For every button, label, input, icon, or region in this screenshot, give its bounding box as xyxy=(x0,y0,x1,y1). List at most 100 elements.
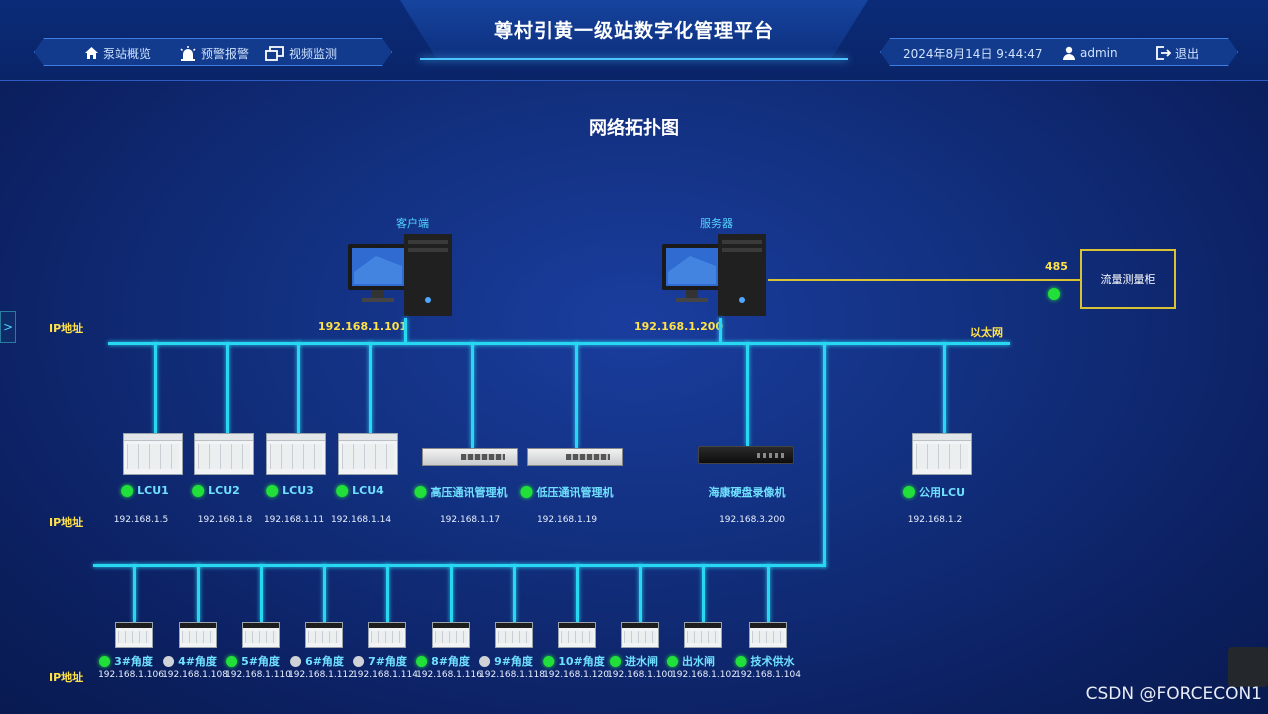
device-ip: 192.168.1.112 xyxy=(288,670,354,680)
nav-panel-left xyxy=(34,38,392,66)
flow-meter-label: 流量测量柜 xyxy=(1100,273,1156,286)
angle6-cabinet[interactable] xyxy=(305,622,343,648)
ethernet-bus-main xyxy=(108,342,1010,345)
bus-drop xyxy=(639,564,642,622)
status-dot-online xyxy=(543,655,555,667)
lcu1-cabinet[interactable] xyxy=(123,433,183,475)
nav-item-label: 泵站概览 xyxy=(103,46,152,61)
device-label-lcu1[interactable]: LCU1 xyxy=(121,484,169,497)
angle5-cabinet[interactable] xyxy=(242,622,280,648)
device-label-angle8[interactable]: 8#角度 xyxy=(416,653,470,669)
app-title: 尊村引黄一级站数字化管理平台 xyxy=(493,20,774,42)
bus-drop xyxy=(450,564,453,622)
logout-button[interactable]: 退出 xyxy=(1156,44,1199,62)
device-label-angle4[interactable]: 4#角度 xyxy=(163,653,217,669)
lcu2-cabinet[interactable] xyxy=(194,433,254,475)
device-label-lv-comm-manager[interactable]: 低压通讯管理机 xyxy=(520,484,614,500)
device-label-inlet-gate[interactable]: 进水闸 xyxy=(610,653,658,669)
outlet-gate-cabinet[interactable] xyxy=(684,622,722,648)
status-dot-online xyxy=(266,484,279,497)
angle3-cabinet[interactable] xyxy=(115,622,153,648)
device-ip: 192.168.1.14 xyxy=(330,515,392,525)
device-label-angle10[interactable]: 10#角度 xyxy=(543,653,605,669)
datetime-display: 2024年8月14日 9:44:47 xyxy=(903,44,1043,62)
device-ip: 192.168.1.11 xyxy=(263,515,325,525)
device-ip: 192.168.1.110 xyxy=(225,670,291,680)
device-ip: 192.168.1.8 xyxy=(197,515,253,525)
angle4-cabinet[interactable] xyxy=(179,622,217,648)
status-dot-online xyxy=(667,655,678,667)
status-dot-offline xyxy=(290,655,302,667)
server-computer-icon xyxy=(662,234,766,316)
server-bus-drop xyxy=(719,318,722,343)
bus-drop xyxy=(297,342,300,434)
status-dot-online xyxy=(610,655,621,667)
status-dot-online xyxy=(902,486,915,498)
ip-address-label: IP地址 xyxy=(49,322,84,335)
device-label-lcu2[interactable]: LCU2 xyxy=(192,484,240,497)
device-label-hv-comm-manager[interactable]: 高压通讯管理机 xyxy=(414,484,508,500)
bus-riser xyxy=(823,342,826,567)
server-label: 服务器 xyxy=(700,217,733,230)
lcu4-cabinet[interactable] xyxy=(338,433,398,475)
bus-drop xyxy=(746,342,749,446)
device-label-angle5[interactable]: 5#角度 xyxy=(226,653,280,669)
device-ip: 192.168.1.102 xyxy=(671,670,737,680)
angle8-cabinet[interactable] xyxy=(432,622,470,648)
user-icon xyxy=(1062,46,1076,60)
nav-item-overview[interactable]: 泵站概览 xyxy=(84,44,151,62)
sidebar-expand-handle[interactable]: > xyxy=(0,311,16,343)
rs485-link xyxy=(768,279,1080,281)
bus-drop xyxy=(471,342,474,448)
device-ip: 192.168.1.19 xyxy=(536,515,598,525)
device-label-tech-water[interactable]: 技术供水 xyxy=(735,653,795,669)
device-label-hikvision-dvr[interactable]: 海康硬盘录像机 xyxy=(708,486,786,499)
status-dot-online xyxy=(121,484,134,497)
watermark: CSDN @FORCECON1 xyxy=(1085,684,1262,704)
status-dot-online xyxy=(735,655,747,667)
device-label-angle9[interactable]: 9#角度 xyxy=(479,653,533,669)
bus-drop xyxy=(369,342,372,434)
device-label-angle6[interactable]: 6#角度 xyxy=(290,653,344,669)
bus-drop xyxy=(197,564,200,622)
nav-item-label: 视频监测 xyxy=(289,46,338,61)
bus-drop xyxy=(702,564,705,622)
flow-meter-cabinet[interactable]: 流量测量柜 xyxy=(1080,249,1176,309)
user-menu[interactable]: admin xyxy=(1062,44,1118,62)
lv-comm-manager-device[interactable] xyxy=(527,448,623,466)
nav-item-alarm[interactable]: 预警报警 xyxy=(179,44,249,62)
nav-item-label: 预警报警 xyxy=(201,46,250,61)
inlet-gate-cabinet[interactable] xyxy=(621,622,659,648)
device-ip: 192.168.1.100 xyxy=(607,670,673,680)
device-ip: 192.168.3.200 xyxy=(719,515,785,525)
bus-drop xyxy=(386,564,389,622)
device-ip: 192.168.1.114 xyxy=(352,670,418,680)
device-ip: 192.168.1.120 xyxy=(543,670,609,680)
device-label-public-lcu[interactable]: 公用LCU xyxy=(902,484,965,500)
title-plate xyxy=(400,0,868,60)
hikvision-dvr-device[interactable] xyxy=(698,446,794,464)
username: admin xyxy=(1080,46,1118,60)
device-ip: 192.168.1.108 xyxy=(162,670,228,680)
device-label-lcu4[interactable]: LCU4 xyxy=(336,484,384,497)
client-ip: 192.168.1.101 xyxy=(318,320,408,333)
tech-water-cabinet[interactable] xyxy=(749,622,787,648)
angle10-cabinet[interactable] xyxy=(558,622,596,648)
rs485-label: 485 xyxy=(1045,260,1068,273)
device-label-outlet-gate[interactable]: 出水闸 xyxy=(667,653,715,669)
hv-comm-manager-device[interactable] xyxy=(422,448,518,466)
device-label-lcu3[interactable]: LCU3 xyxy=(266,484,314,497)
device-ip: 192.168.1.118 xyxy=(479,670,545,680)
public-lcu-cabinet[interactable] xyxy=(912,433,972,475)
device-label-angle7[interactable]: 7#角度 xyxy=(353,653,407,669)
lcu3-cabinet[interactable] xyxy=(266,433,326,475)
device-ip: 192.168.1.17 xyxy=(439,515,501,525)
status-dot-online xyxy=(520,486,533,498)
angle9-cabinet[interactable] xyxy=(495,622,533,648)
nav-item-video[interactable]: 视频监测 xyxy=(265,44,337,62)
device-label-angle3[interactable]: 3#角度 xyxy=(99,653,153,669)
device-ip: 192.168.1.2 xyxy=(907,515,963,525)
angle7-cabinet[interactable] xyxy=(368,622,406,648)
floating-tool-button[interactable] xyxy=(1228,647,1268,687)
